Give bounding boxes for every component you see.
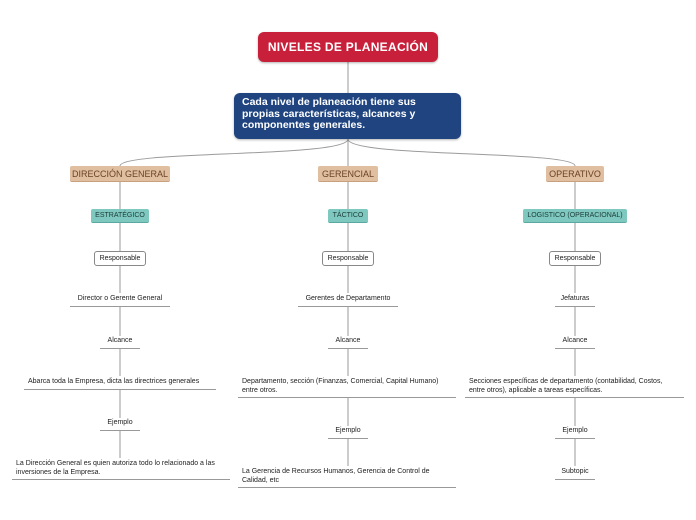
responsable-value[interactable]: Gerentes de Departamento (298, 293, 398, 307)
ejemplo-label[interactable]: Ejemplo (328, 425, 368, 439)
category-gerencial[interactable]: GERENCIAL (318, 166, 378, 182)
alcance-label[interactable]: Alcance (100, 335, 140, 349)
ejemplo-label[interactable]: Ejemplo (100, 417, 140, 431)
responsable-value[interactable]: Director o Gerente General (70, 293, 170, 307)
responsable-label[interactable]: Responsable (549, 251, 601, 266)
responsable-value[interactable]: Jefaturas (555, 293, 595, 307)
type-logistico[interactable]: LOGISTICO (OPERACIONAL) (523, 209, 627, 223)
ejemplo-label[interactable]: Ejemplo (555, 425, 595, 439)
type-tactico[interactable]: TÁCTICO (328, 209, 368, 223)
ejemplo-value[interactable]: La Dirección General es quien autoriza t… (12, 458, 230, 480)
main-topic[interactable]: Cada nivel de planeación tiene sus propi… (234, 93, 461, 139)
ejemplo-value[interactable]: Subtopic (555, 466, 595, 480)
category-operativo[interactable]: OPERATIVO (546, 166, 604, 182)
alcance-value[interactable]: Abarca toda la Empresa, dicta las direct… (24, 376, 216, 390)
type-estrategico[interactable]: ESTRATÉGICO (91, 209, 149, 223)
ejemplo-value[interactable]: La Gerencia de Recursos Humanos, Gerenci… (238, 466, 456, 488)
root-topic[interactable]: NIVELES DE PLANEACIÓN (258, 32, 438, 62)
alcance-label[interactable]: Alcance (328, 335, 368, 349)
category-direccion-general[interactable]: DIRECCIÓN GENERAL (70, 166, 170, 182)
alcance-value[interactable]: Secciones específicas de departamento (c… (465, 376, 684, 398)
alcance-value[interactable]: Departamento, sección (Finanzas, Comerci… (238, 376, 456, 398)
responsable-label[interactable]: Responsable (94, 251, 146, 266)
responsable-label[interactable]: Responsable (322, 251, 374, 266)
alcance-label[interactable]: Alcance (555, 335, 595, 349)
